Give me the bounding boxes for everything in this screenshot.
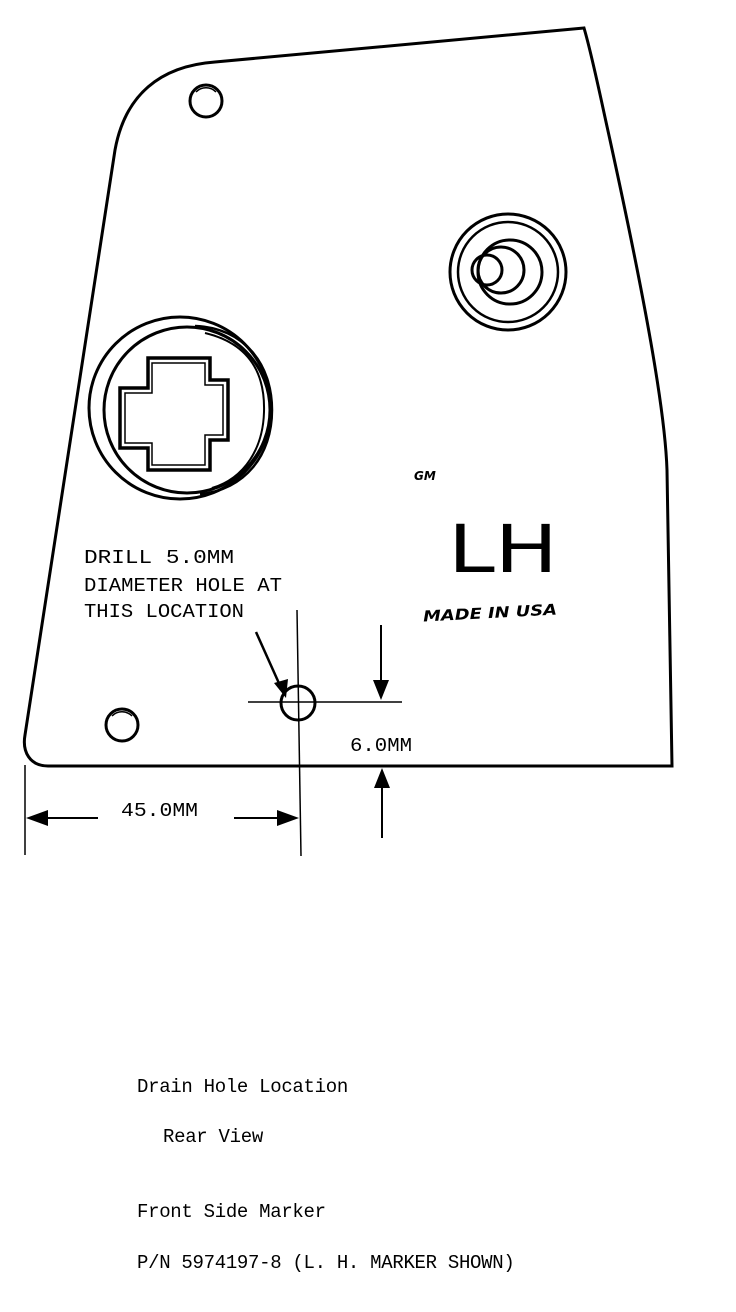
- caption-part-number: P/N 5974197-8 (L. H. MARKER SHOWN): [137, 1252, 515, 1274]
- mounting-hole-top: [188, 83, 224, 119]
- drill-callout-line-1: DRILL 5.0MM: [84, 547, 234, 569]
- dimension-45mm-label: 45.0MM: [121, 800, 198, 822]
- callout-leader-arrow: [254, 631, 288, 698]
- gm-logo: GM: [414, 469, 436, 483]
- vertical-dimension: [373, 625, 390, 838]
- dimension-6mm-label: 6.0MM: [350, 735, 412, 757]
- drill-callout-line-3: THIS LOCATION: [84, 601, 244, 623]
- bulb-socket: [87, 315, 274, 501]
- caption-view: Rear View: [163, 1126, 263, 1148]
- caption-part-name: Front Side Marker: [137, 1201, 326, 1223]
- horizontal-dimension: [24, 765, 299, 855]
- marker-rear-view-drawing: GM LH MADE IN USA DRILL 5.0MM DIAMETER H…: [22, 26, 674, 857]
- socket-cross-cutout: [118, 356, 230, 472]
- marker-housing-outline: [22, 26, 674, 768]
- caption-title: Drain Hole Location: [137, 1076, 348, 1098]
- drain-hole-location: [248, 609, 402, 857]
- side-designation: LH: [448, 511, 558, 588]
- made-in-usa-text: MADE IN USA: [423, 601, 558, 626]
- drill-callout-line-2: DIAMETER HOLE AT: [84, 575, 282, 597]
- mounting-hole-bottom: [104, 707, 140, 743]
- ground-boss: [448, 212, 568, 332]
